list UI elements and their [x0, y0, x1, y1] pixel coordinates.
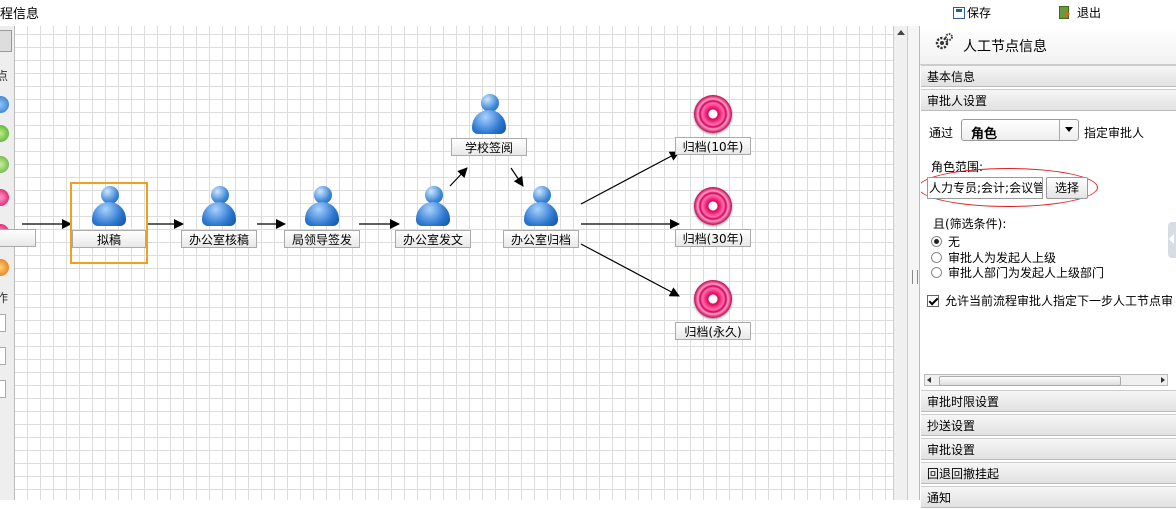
archive-disc-icon	[694, 280, 732, 318]
node-office-archive[interactable]: 办公室归档	[503, 186, 579, 248]
node-draft-label: 拟稿	[72, 230, 146, 248]
scrollbar-thumb[interactable]	[939, 376, 1121, 386]
section-cc[interactable]: 抄送设置	[921, 414, 1176, 436]
role-scope-label: 角色范围:	[931, 160, 984, 174]
flow-canvas[interactable]: 拟稿 办公室核稿 局领导签发 办公室发文 学校签阅 办公室归档 归档(10年) …	[0, 26, 893, 500]
filter-option-none[interactable]: 无	[931, 233, 960, 250]
user-icon	[471, 94, 507, 136]
assign-approver-label: 指定审批人	[1084, 126, 1145, 140]
approver-mode-select[interactable]: 角色	[961, 119, 1079, 142]
exit-button[interactable]: 退出	[1059, 4, 1101, 21]
node-office-issue[interactable]: 办公室发文	[395, 186, 471, 248]
save-label: 保存	[967, 6, 992, 20]
top-bar: 程信息 保存 退出	[0, 0, 1176, 24]
save-icon	[953, 6, 965, 19]
allow-assign-next-checkbox-row[interactable]: 允许当前流程审批人指定下一步人工节点审	[927, 292, 1173, 309]
user-icon	[415, 186, 451, 228]
filter-option-superior[interactable]: 审批人为发起人上级	[931, 249, 1056, 266]
filter-option-label: 审批人部门为发起人上级部门	[948, 266, 1105, 280]
exit-icon	[1059, 6, 1070, 19]
section-notify[interactable]: 通知	[921, 486, 1176, 508]
node-properties-panel: 人工节点信息 基本信息 审批人设置 通过 角色 指定审批人 角色范围: 人力专员…	[919, 26, 1176, 508]
panel-header: 人工节点信息	[920, 26, 1176, 65]
pass-label: 通过	[929, 126, 954, 140]
section-basic-info[interactable]: 基本信息	[921, 65, 1176, 87]
user-icon	[523, 186, 559, 228]
node-palette: 点 作	[0, 26, 15, 500]
approver-horizontal-scrollbar[interactable]	[924, 374, 1168, 386]
collapse-panel-tab[interactable]	[1168, 222, 1176, 258]
choose-role-button[interactable]: 选择	[1046, 177, 1088, 199]
start-node-label[interactable]	[0, 229, 36, 247]
filter-option-label: 无	[948, 235, 961, 249]
node-office-review-label: 办公室核稿	[181, 230, 257, 248]
checkbox-checked-icon[interactable]	[927, 294, 939, 307]
filter-option-label: 审批人为发起人上级	[948, 251, 1057, 265]
node-draft[interactable]: 拟稿	[70, 182, 148, 264]
exit-label: 退出	[1077, 6, 1102, 20]
node-bureau-sign[interactable]: 局领导签发	[284, 186, 360, 248]
radio-icon[interactable]	[931, 252, 942, 263]
archive-disc-icon	[694, 95, 732, 133]
node-school-read-label: 学校签阅	[451, 138, 527, 156]
scroll-right-icon[interactable]	[1161, 377, 1165, 383]
panel-splitter[interactable]	[907, 26, 920, 500]
section-approval[interactable]: 审批设置	[921, 438, 1176, 460]
radio-icon[interactable]	[931, 267, 942, 278]
allow-assign-next-label: 允许当前流程审批人指定下一步人工节点审	[945, 294, 1174, 308]
node-archive-10-label: 归档(10年)	[675, 137, 751, 155]
canvas-vertical-scrollbar[interactable]	[893, 26, 908, 500]
node-office-review[interactable]: 办公室核稿	[181, 186, 257, 248]
section-time-limit[interactable]: 审批时限设置	[921, 390, 1176, 412]
section-withdraw[interactable]: 回退回撤挂起	[921, 462, 1176, 484]
radio-selected-icon[interactable]	[931, 236, 942, 247]
flow-connectors	[22, 151, 680, 297]
role-scope-input[interactable]: 人力专员;会计;会议管	[927, 177, 1043, 199]
approver-mode-value: 角色	[971, 127, 998, 142]
edge-archive-perm	[580, 243, 680, 297]
node-archive-perm-label: 归档(永久)	[675, 322, 751, 340]
node-archive-30[interactable]: 归档(30年)	[675, 187, 751, 247]
archive-disc-icon	[694, 187, 732, 225]
edge-issue-school	[449, 167, 468, 187]
edge-archive-10	[580, 151, 680, 205]
palette-start-icon[interactable]	[0, 125, 9, 142]
palette-clock-icon[interactable]	[0, 156, 9, 173]
node-office-issue-label: 办公室发文	[395, 230, 471, 248]
palette-toggle-button[interactable]	[0, 30, 12, 52]
palette-script-icon[interactable]	[0, 259, 9, 276]
grip-icon	[912, 270, 918, 284]
palette-user-icon[interactable]	[0, 96, 9, 113]
edge-school-archive	[510, 167, 524, 187]
node-school-read[interactable]: 学校签阅	[451, 94, 527, 156]
save-button[interactable]: 保存	[953, 4, 991, 21]
palette-tool-1[interactable]	[0, 314, 6, 332]
user-icon	[304, 186, 340, 228]
palette-label-actions: 作	[0, 289, 8, 306]
panel-title: 人工节点信息	[963, 39, 1047, 55]
palette-end-icon[interactable]	[0, 189, 9, 206]
node-bureau-sign-label: 局领导签发	[284, 230, 360, 248]
palette-label-nodes: 点	[0, 67, 8, 84]
palette-tool-3[interactable]	[0, 380, 6, 398]
palette-tool-2[interactable]	[0, 347, 6, 365]
user-icon	[201, 186, 237, 228]
node-archive-perm[interactable]: 归档(永久)	[675, 280, 751, 340]
chevron-down-icon	[1059, 120, 1078, 140]
scroll-left-icon[interactable]	[927, 377, 931, 383]
user-icon	[91, 186, 127, 228]
filter-condition-label: 且(筛选条件):	[933, 217, 1007, 231]
scroll-up-icon[interactable]	[897, 30, 905, 35]
gear-icon	[935, 33, 953, 50]
node-office-archive-label: 办公室归档	[503, 230, 579, 248]
filter-option-superior-dept[interactable]: 审批人部门为发起人上级部门	[931, 264, 1104, 281]
section-approver-settings[interactable]: 审批人设置	[921, 89, 1176, 111]
node-archive-30-label: 归档(30年)	[675, 229, 751, 247]
node-archive-10[interactable]: 归档(10年)	[675, 95, 751, 155]
page-title: 程信息	[0, 7, 40, 22]
approver-settings-body: 通过 角色 指定审批人 角色范围: 人力专员;会计;会议管 选择 且(筛选条件)…	[921, 112, 1176, 388]
